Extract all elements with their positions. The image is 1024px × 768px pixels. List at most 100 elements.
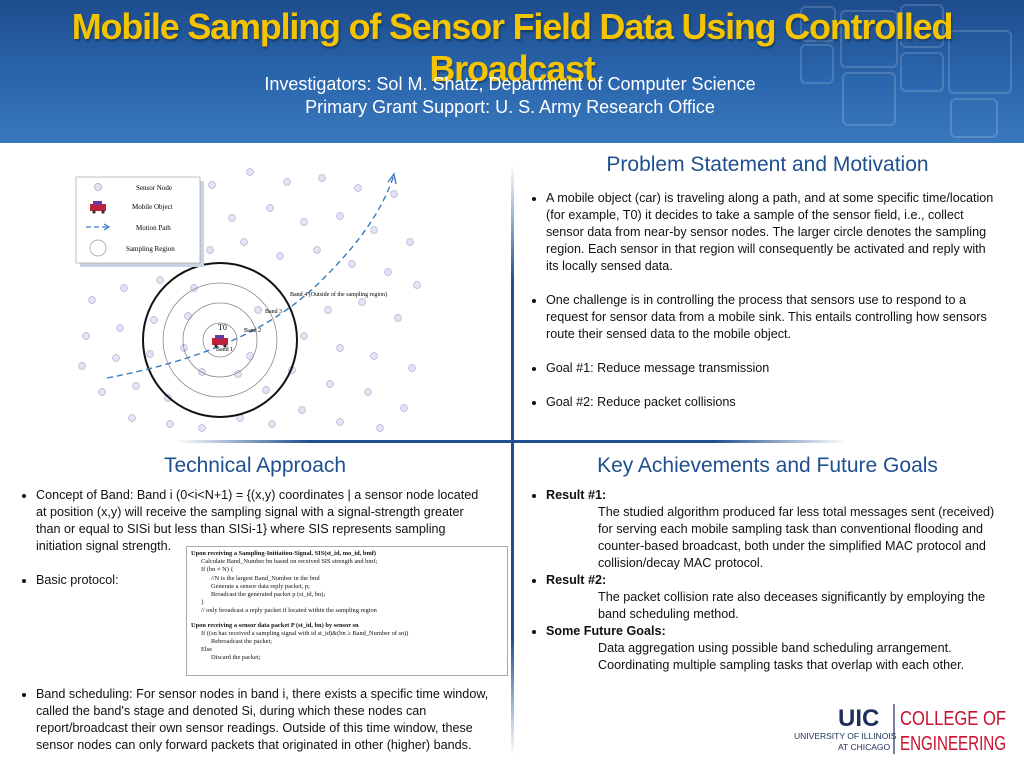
sensor-node xyxy=(82,332,90,340)
sensor-node xyxy=(112,354,120,362)
algo-line-1: Upon receiving a Sampling-Initiation-Sig… xyxy=(191,550,377,557)
legend-sensor-node: Sensor Node xyxy=(136,184,172,192)
mobile-object-legend-icon xyxy=(90,201,106,214)
sensor-node xyxy=(228,214,236,222)
band-1-label: Band 1 xyxy=(216,347,233,353)
legend: Sensor Node Mobile Object Motion Path Sa… xyxy=(75,176,204,267)
decor-square xyxy=(842,72,896,126)
sensor-node xyxy=(354,184,362,192)
future-goals-item: Some Future Goals: Data aggregation usin… xyxy=(546,623,998,674)
sensor-node xyxy=(208,181,216,189)
sensor-node xyxy=(156,276,164,284)
sensor-node xyxy=(266,204,274,212)
sensor-node xyxy=(408,364,416,372)
sensor-nodes xyxy=(78,168,421,432)
sensor-node xyxy=(254,306,262,314)
band-1-ring xyxy=(202,322,238,358)
sensor-node xyxy=(326,380,334,388)
technical-bullets-bottom: Band scheduling: For sensor nodes in ban… xyxy=(18,686,490,754)
algo-line-3: If (bn ≠ N) { xyxy=(201,566,234,574)
investigators-line: Investigators: Sol M. Shatz, Department … xyxy=(264,74,756,94)
technical-bullet-band-scheduling: Band scheduling: For sensor nodes in ban… xyxy=(36,686,490,754)
sensor-node xyxy=(336,212,344,220)
band-4-label: Band 4 (Outside of the sampling region) xyxy=(290,291,387,298)
sensor-node xyxy=(78,362,86,370)
decor-square xyxy=(900,52,944,92)
sensor-node xyxy=(240,238,248,246)
sensor-node xyxy=(298,406,306,414)
sensor-node xyxy=(132,382,140,390)
sensor-node xyxy=(364,388,372,396)
algo-line-7: } xyxy=(201,599,205,607)
logo-engineering: ENGINEERING xyxy=(900,733,1006,755)
sensor-node xyxy=(120,284,128,292)
sensor-node xyxy=(234,370,242,378)
horizontal-divider xyxy=(175,440,847,443)
problem-bullet-2: One challenge is in controlling the proc… xyxy=(546,292,998,343)
sensor-node xyxy=(246,168,254,176)
decor-square xyxy=(900,4,944,48)
technical-bullet-basic-protocol: Basic protocol: xyxy=(36,572,490,589)
sensor-node xyxy=(313,246,321,254)
algo-line-8: // only broadcast a reply packet if loca… xyxy=(201,607,377,615)
algo-line-13: Else xyxy=(201,646,213,654)
technical-section-title: Technical Approach xyxy=(163,454,347,477)
problem-bullet-4: Goal #2: Reduce packet collisions xyxy=(546,394,998,411)
sensor-node xyxy=(370,226,378,234)
sensor-node xyxy=(336,418,344,426)
decor-square xyxy=(800,44,834,84)
t0-label: T0 xyxy=(218,323,227,332)
uic-engineering-logo: UIC UNIVERSITY OF ILLINOIS AT CHICAGO CO… xyxy=(794,704,1006,755)
result-2-text: The packet collision rate also deceases … xyxy=(598,590,986,621)
result-1-heading: Result #1: xyxy=(546,488,607,502)
sensor-node xyxy=(268,420,276,428)
result-2-item: Result #2: The packet collision rate als… xyxy=(546,572,998,623)
sensor-node-icon xyxy=(94,183,102,191)
decor-square xyxy=(950,98,998,138)
algo-line-6: Broadcast the generated packet p (st_id,… xyxy=(211,591,326,599)
motion-path xyxy=(106,174,395,379)
sampling-region-legend-icon xyxy=(89,239,107,257)
sensor-node xyxy=(390,190,398,198)
result-1-item: Result #1: The studied algorithm produce… xyxy=(546,487,998,572)
sensor-node xyxy=(324,306,332,314)
sensor-node xyxy=(394,314,402,322)
sensor-node xyxy=(198,424,206,432)
protocol-pseudocode: Upon receiving a Sampling-Initiation-Sig… xyxy=(186,546,508,676)
sensor-node xyxy=(262,386,270,394)
future-goals-text: Data aggregation using possible band sch… xyxy=(598,641,965,672)
decor-square xyxy=(840,10,898,68)
logo-college-of: COLLEGE OF xyxy=(900,708,1006,730)
sensor-node xyxy=(283,178,291,186)
vertical-divider xyxy=(511,165,514,755)
sensor-node xyxy=(150,316,158,324)
sensor-node xyxy=(128,414,136,422)
achievements-section-title: Key Achievements and Future Goals xyxy=(597,454,938,477)
band-3-ring xyxy=(162,282,278,398)
problem-section-title: Problem Statement and Motivation xyxy=(606,153,929,176)
problem-bullet-1: A mobile object (car) is traveling along… xyxy=(546,190,998,275)
problem-bullet-3: Goal #1: Reduce message transmission xyxy=(546,360,998,377)
result-2-heading: Result #2: xyxy=(546,573,607,587)
grant-line: Primary Grant Support: U. S. Army Resear… xyxy=(305,97,715,117)
achievements-list: Result #1: The studied algorithm produce… xyxy=(528,487,998,674)
future-goals-heading: Some Future Goals: xyxy=(546,624,666,638)
band-2-ring xyxy=(182,302,258,378)
technical-bullets-top: Concept of Band: Band i (0<i<N+1) = {(x,… xyxy=(18,487,490,589)
algo-line-2: Calculate Band_Number bn based on receiv… xyxy=(201,558,378,566)
legend-sampling-region: Sampling Region xyxy=(126,245,175,253)
logo-campus: AT CHICAGO xyxy=(838,742,890,752)
sensor-node xyxy=(206,246,214,254)
band-3-label: Band 3 xyxy=(265,309,282,315)
algo-line-14: Discard the packet; xyxy=(211,654,261,662)
sensor-node xyxy=(370,352,378,360)
result-1-text: The studied algorithm produced far less … xyxy=(598,505,995,570)
sensor-node xyxy=(276,252,284,260)
sensor-node xyxy=(376,424,384,432)
sensor-node xyxy=(88,296,96,304)
algo-line-11: If ((sn has received a sampling signal w… xyxy=(201,629,409,637)
sensor-node xyxy=(384,268,392,276)
sampling-region-circle xyxy=(142,262,298,418)
page-title: Mobile Sampling of Sensor Field Data Usi… xyxy=(71,6,954,89)
sensor-node xyxy=(406,238,414,246)
